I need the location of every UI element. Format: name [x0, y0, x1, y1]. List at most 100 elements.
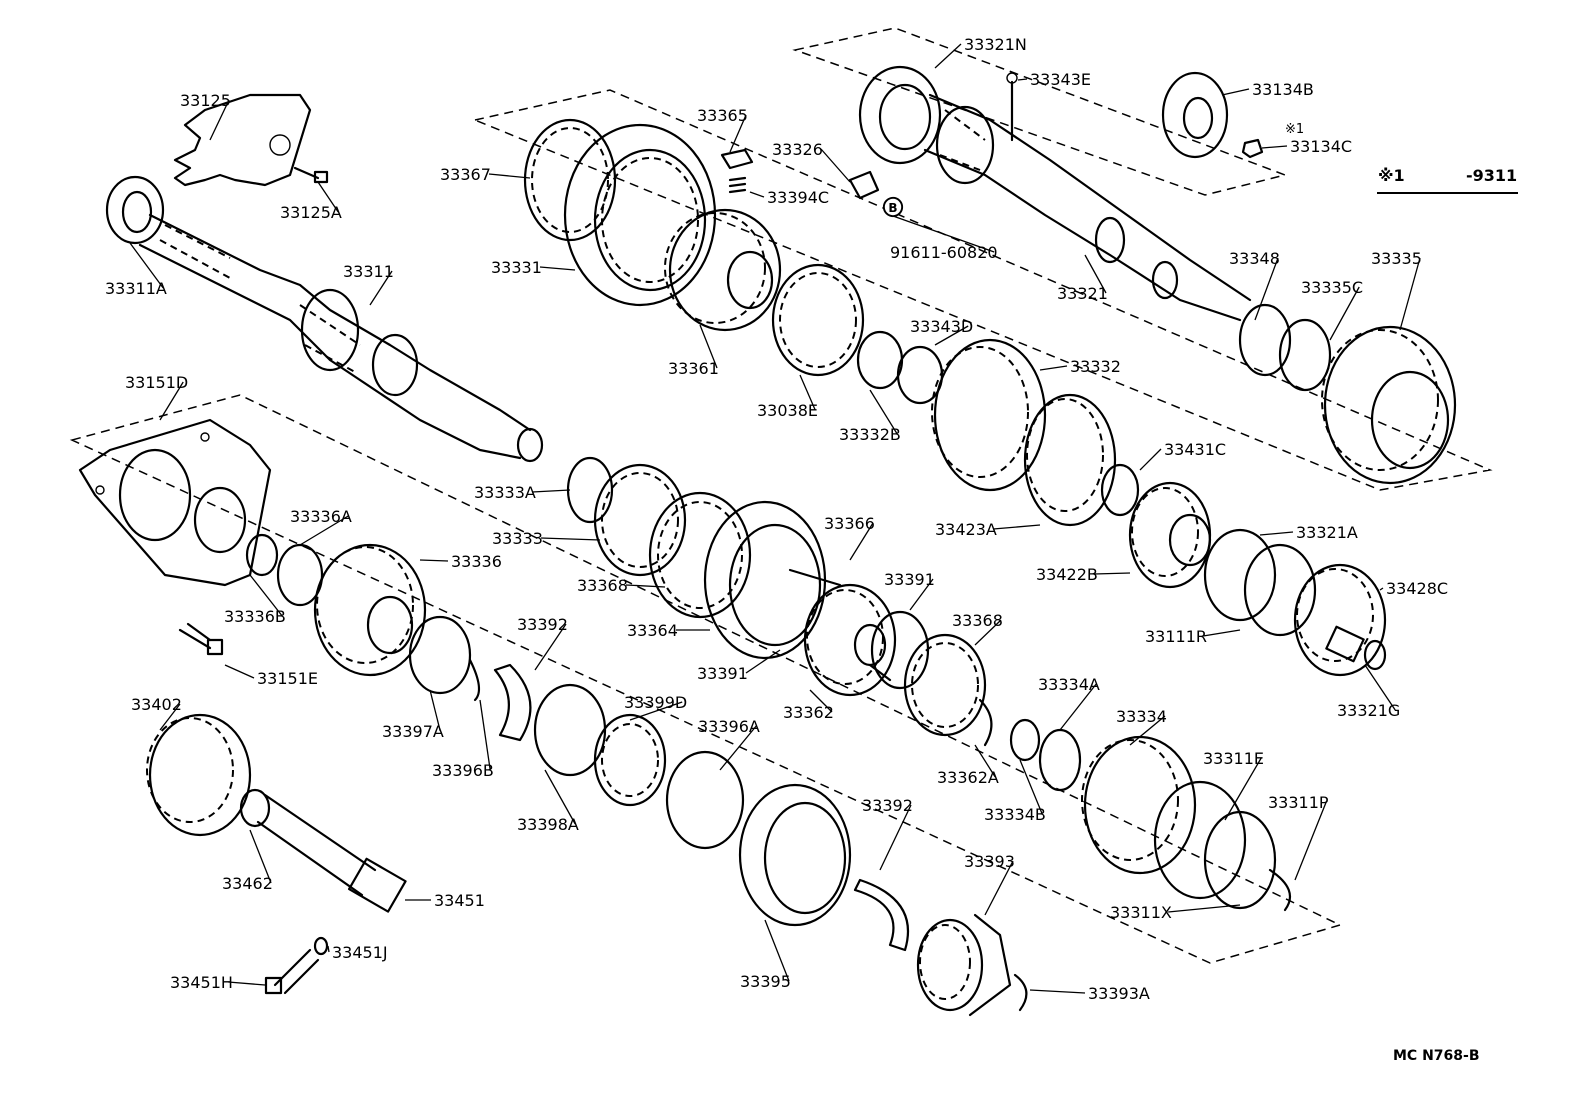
part-label-59: 33393	[964, 852, 1015, 871]
part-label-6: 33365	[697, 106, 748, 125]
part-label-36: 33336B	[224, 607, 286, 626]
leader-line-65	[228, 981, 266, 986]
part-label-19: 33335	[1371, 249, 1422, 268]
gear-33361	[664, 208, 782, 332]
leader-line-10	[488, 173, 531, 179]
part-label-43: 33362	[783, 703, 834, 722]
leader-line-15	[369, 270, 393, 306]
leader-line-56	[544, 769, 576, 825]
input-shaft-33311	[105, 175, 544, 463]
leader-line-19	[1399, 257, 1421, 331]
part-label-53: 33311P	[1268, 793, 1329, 812]
ring-33399D-teeth	[601, 723, 659, 797]
part-label-55: 33334B	[984, 805, 1046, 824]
part-label-9: 91611-60820	[890, 243, 998, 262]
leader-line-35	[419, 559, 449, 562]
part-label-4: 33125	[180, 91, 231, 110]
snap-ring-33362A	[978, 698, 993, 747]
leader-line-22	[869, 389, 898, 435]
part-label-51: 33334	[1116, 707, 1167, 726]
leader-line-64	[1029, 989, 1086, 994]
part-label-42: 33368	[952, 611, 1003, 630]
gear-33362	[788, 568, 930, 697]
leader-line-42	[974, 619, 1002, 646]
part-label-65: 33451H	[170, 973, 233, 992]
part-label-21: 33332	[1070, 357, 1121, 376]
part-label-3: 33134C	[1290, 137, 1352, 156]
part-label-63: 33395	[740, 972, 791, 991]
part-label-33: 33428C	[1386, 579, 1448, 598]
sleeve-33395-inner	[763, 801, 847, 915]
leader-line-44	[1364, 664, 1396, 711]
leader-line-55	[1019, 759, 1043, 815]
part-label-26: 33333	[492, 529, 543, 548]
part-label-58: 33462	[222, 874, 273, 893]
part-label-0: 33321N	[964, 35, 1027, 54]
part-label-40: 33151E	[257, 669, 318, 688]
footnote-marker: ※1	[1285, 122, 1304, 137]
part-label-52: 33311E	[1203, 749, 1264, 768]
leader-line-4	[209, 99, 230, 141]
leader-line-47	[629, 701, 683, 721]
part-label-2: 33134B	[1252, 80, 1314, 99]
part-label-38: 33111R	[1145, 627, 1207, 646]
ring-33368-teeth	[911, 642, 979, 728]
leader-line-53	[1294, 801, 1327, 881]
key-spring-33365	[720, 148, 754, 194]
leader-line-6	[729, 114, 747, 153]
part-label-29: 33391	[884, 570, 935, 589]
leader-line-1	[1017, 78, 1028, 81]
leader-line-41	[534, 623, 567, 671]
part-label-62: 33451J	[332, 943, 388, 962]
ring-33399D	[593, 713, 667, 807]
gear-33335	[1238, 303, 1457, 485]
bracket-part-33125	[173, 93, 329, 187]
leader-line-7	[749, 191, 765, 198]
part-label-25: 33333A	[474, 483, 536, 502]
part-label-24: 33431C	[1164, 440, 1226, 459]
bolt-head-33451H	[264, 976, 283, 995]
leader-line-29	[909, 578, 934, 611]
leader-line-33	[1379, 587, 1384, 591]
part-label-45: 33397A	[382, 722, 444, 741]
leader-line-3	[1261, 145, 1288, 149]
diagram-code: MC N768-B	[1393, 1048, 1480, 1064]
part-label-32: 33422B	[1036, 565, 1098, 584]
bolt-33151E	[178, 622, 212, 650]
snap-ring-33396B	[468, 658, 481, 702]
leader-line-17	[1254, 257, 1279, 321]
part-label-49: 33334A	[1038, 675, 1100, 694]
part-label-41: 33392	[517, 615, 568, 634]
leader-line-52	[1224, 757, 1262, 821]
part-label-14: 33311A	[105, 279, 167, 298]
part-label-64: 33393A	[1088, 984, 1150, 1003]
leader-line-50	[159, 703, 181, 731]
leader-line-5	[317, 181, 339, 213]
leader-line-39	[745, 649, 781, 674]
callout-circle-letter: B	[888, 201, 897, 215]
part-label-10: 33367	[440, 165, 491, 184]
leader-line-23	[159, 381, 184, 421]
synchro-sleeve-33331	[523, 118, 717, 307]
bolt-head-33151E	[206, 638, 224, 656]
gasket-plate-33151D	[78, 418, 272, 587]
part-label-56: 33398A	[517, 815, 579, 834]
leader-line-61	[1168, 904, 1241, 913]
leader-line-38	[1203, 629, 1241, 637]
synchro-33333	[566, 456, 827, 660]
part-label-23: 33151D	[125, 373, 188, 392]
part-label-8: 33326	[772, 140, 823, 159]
leader-line-28	[849, 522, 874, 561]
leader-line-26	[540, 537, 601, 541]
snap-ring-33392-lower	[853, 878, 910, 952]
callout-circle-b: B	[883, 197, 903, 217]
counter-gear-33332	[856, 330, 1140, 527]
leader-line-9	[892, 215, 995, 253]
leader-line-45	[429, 689, 441, 732]
part-label-37: 33364	[627, 621, 678, 640]
part-label-13: 33038E	[757, 401, 818, 420]
washer-33451J	[313, 936, 329, 956]
leader-line-57	[879, 804, 912, 871]
leader-line-31	[1259, 531, 1294, 536]
leader-line-13	[799, 374, 816, 411]
